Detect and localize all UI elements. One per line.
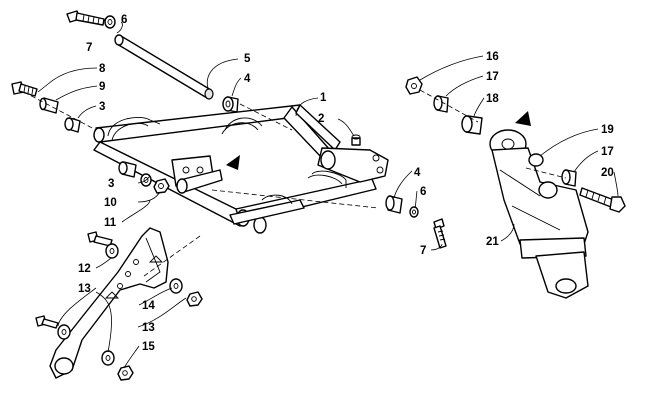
callout-3-lower: 3 [108, 178, 114, 190]
washer-part-13-right [169, 278, 183, 294]
callout-15: 15 [142, 341, 155, 353]
shock-absorber-part-21 [489, 129, 589, 299]
callout-3-top: 3 [99, 101, 105, 113]
washer-part-13-top [105, 243, 119, 259]
callout-5: 5 [244, 53, 251, 65]
bolt-part-8 [11, 81, 38, 97]
nut-part-15-right [186, 291, 203, 307]
callout-17-right: 17 [601, 146, 614, 158]
callout-7-right: 7 [420, 245, 426, 257]
bolt-part-7-top [66, 10, 105, 26]
bolt-part-12-lower [35, 315, 59, 329]
grease-fitting-part-2 [351, 134, 361, 146]
bushing-part-3-lower [118, 161, 137, 178]
nut-part-16 [405, 76, 423, 95]
front-direction-arrow-icon [515, 111, 531, 126]
callout-4-right: 4 [414, 167, 421, 179]
pivot-shaft-part-5 [114, 34, 214, 100]
callout-20: 20 [601, 167, 614, 179]
callout-1: 1 [320, 92, 327, 104]
callout-17-top: 17 [486, 71, 499, 83]
bolt-part-12 [87, 231, 113, 247]
callout-4-top: 4 [244, 73, 251, 85]
washer-part-13-lower [101, 350, 115, 366]
callout-13-top: 13 [78, 283, 91, 295]
bolt-part-20 [579, 187, 626, 213]
nut-part-15-lower [117, 365, 134, 381]
callout-6-top: 6 [121, 14, 127, 26]
swing-arm-frame-part-1 [93, 104, 389, 234]
washer-part-17-top [433, 95, 449, 113]
nut-part-11 [153, 178, 170, 194]
callout-2: 2 [318, 113, 324, 125]
strap-bracket-part-14 [49, 227, 169, 379]
washer-part-6-right [409, 206, 419, 218]
callout-18: 18 [486, 93, 499, 105]
callout-12: 12 [78, 263, 91, 275]
callout-13-lower: 13 [142, 322, 155, 334]
callout-10: 10 [104, 197, 117, 209]
callout-7-top: 7 [86, 42, 92, 54]
callout-leaders [37, 21, 619, 369]
assembly-guide-lines [23, 89, 567, 277]
washer-part-10 [140, 173, 152, 187]
washer-part-13-left [57, 324, 71, 340]
callout-16: 16 [486, 51, 499, 63]
bushing-part-4-right [385, 195, 403, 214]
bushing-part-18 [461, 115, 483, 135]
callout-8: 8 [99, 63, 106, 75]
washer-part-17-right [561, 169, 577, 187]
bushing-part-4-top [222, 96, 239, 113]
front-direction-arrow-icon [226, 155, 240, 170]
callout-6-right: 6 [420, 186, 426, 198]
bolt-part-7-right [433, 218, 447, 249]
callout-11: 11 [104, 217, 117, 229]
callout-19: 19 [601, 124, 614, 136]
callout-21: 21 [486, 236, 499, 248]
callout-14: 14 [142, 300, 155, 312]
washer-part-6-top [104, 15, 116, 29]
callout-9: 9 [99, 81, 105, 93]
